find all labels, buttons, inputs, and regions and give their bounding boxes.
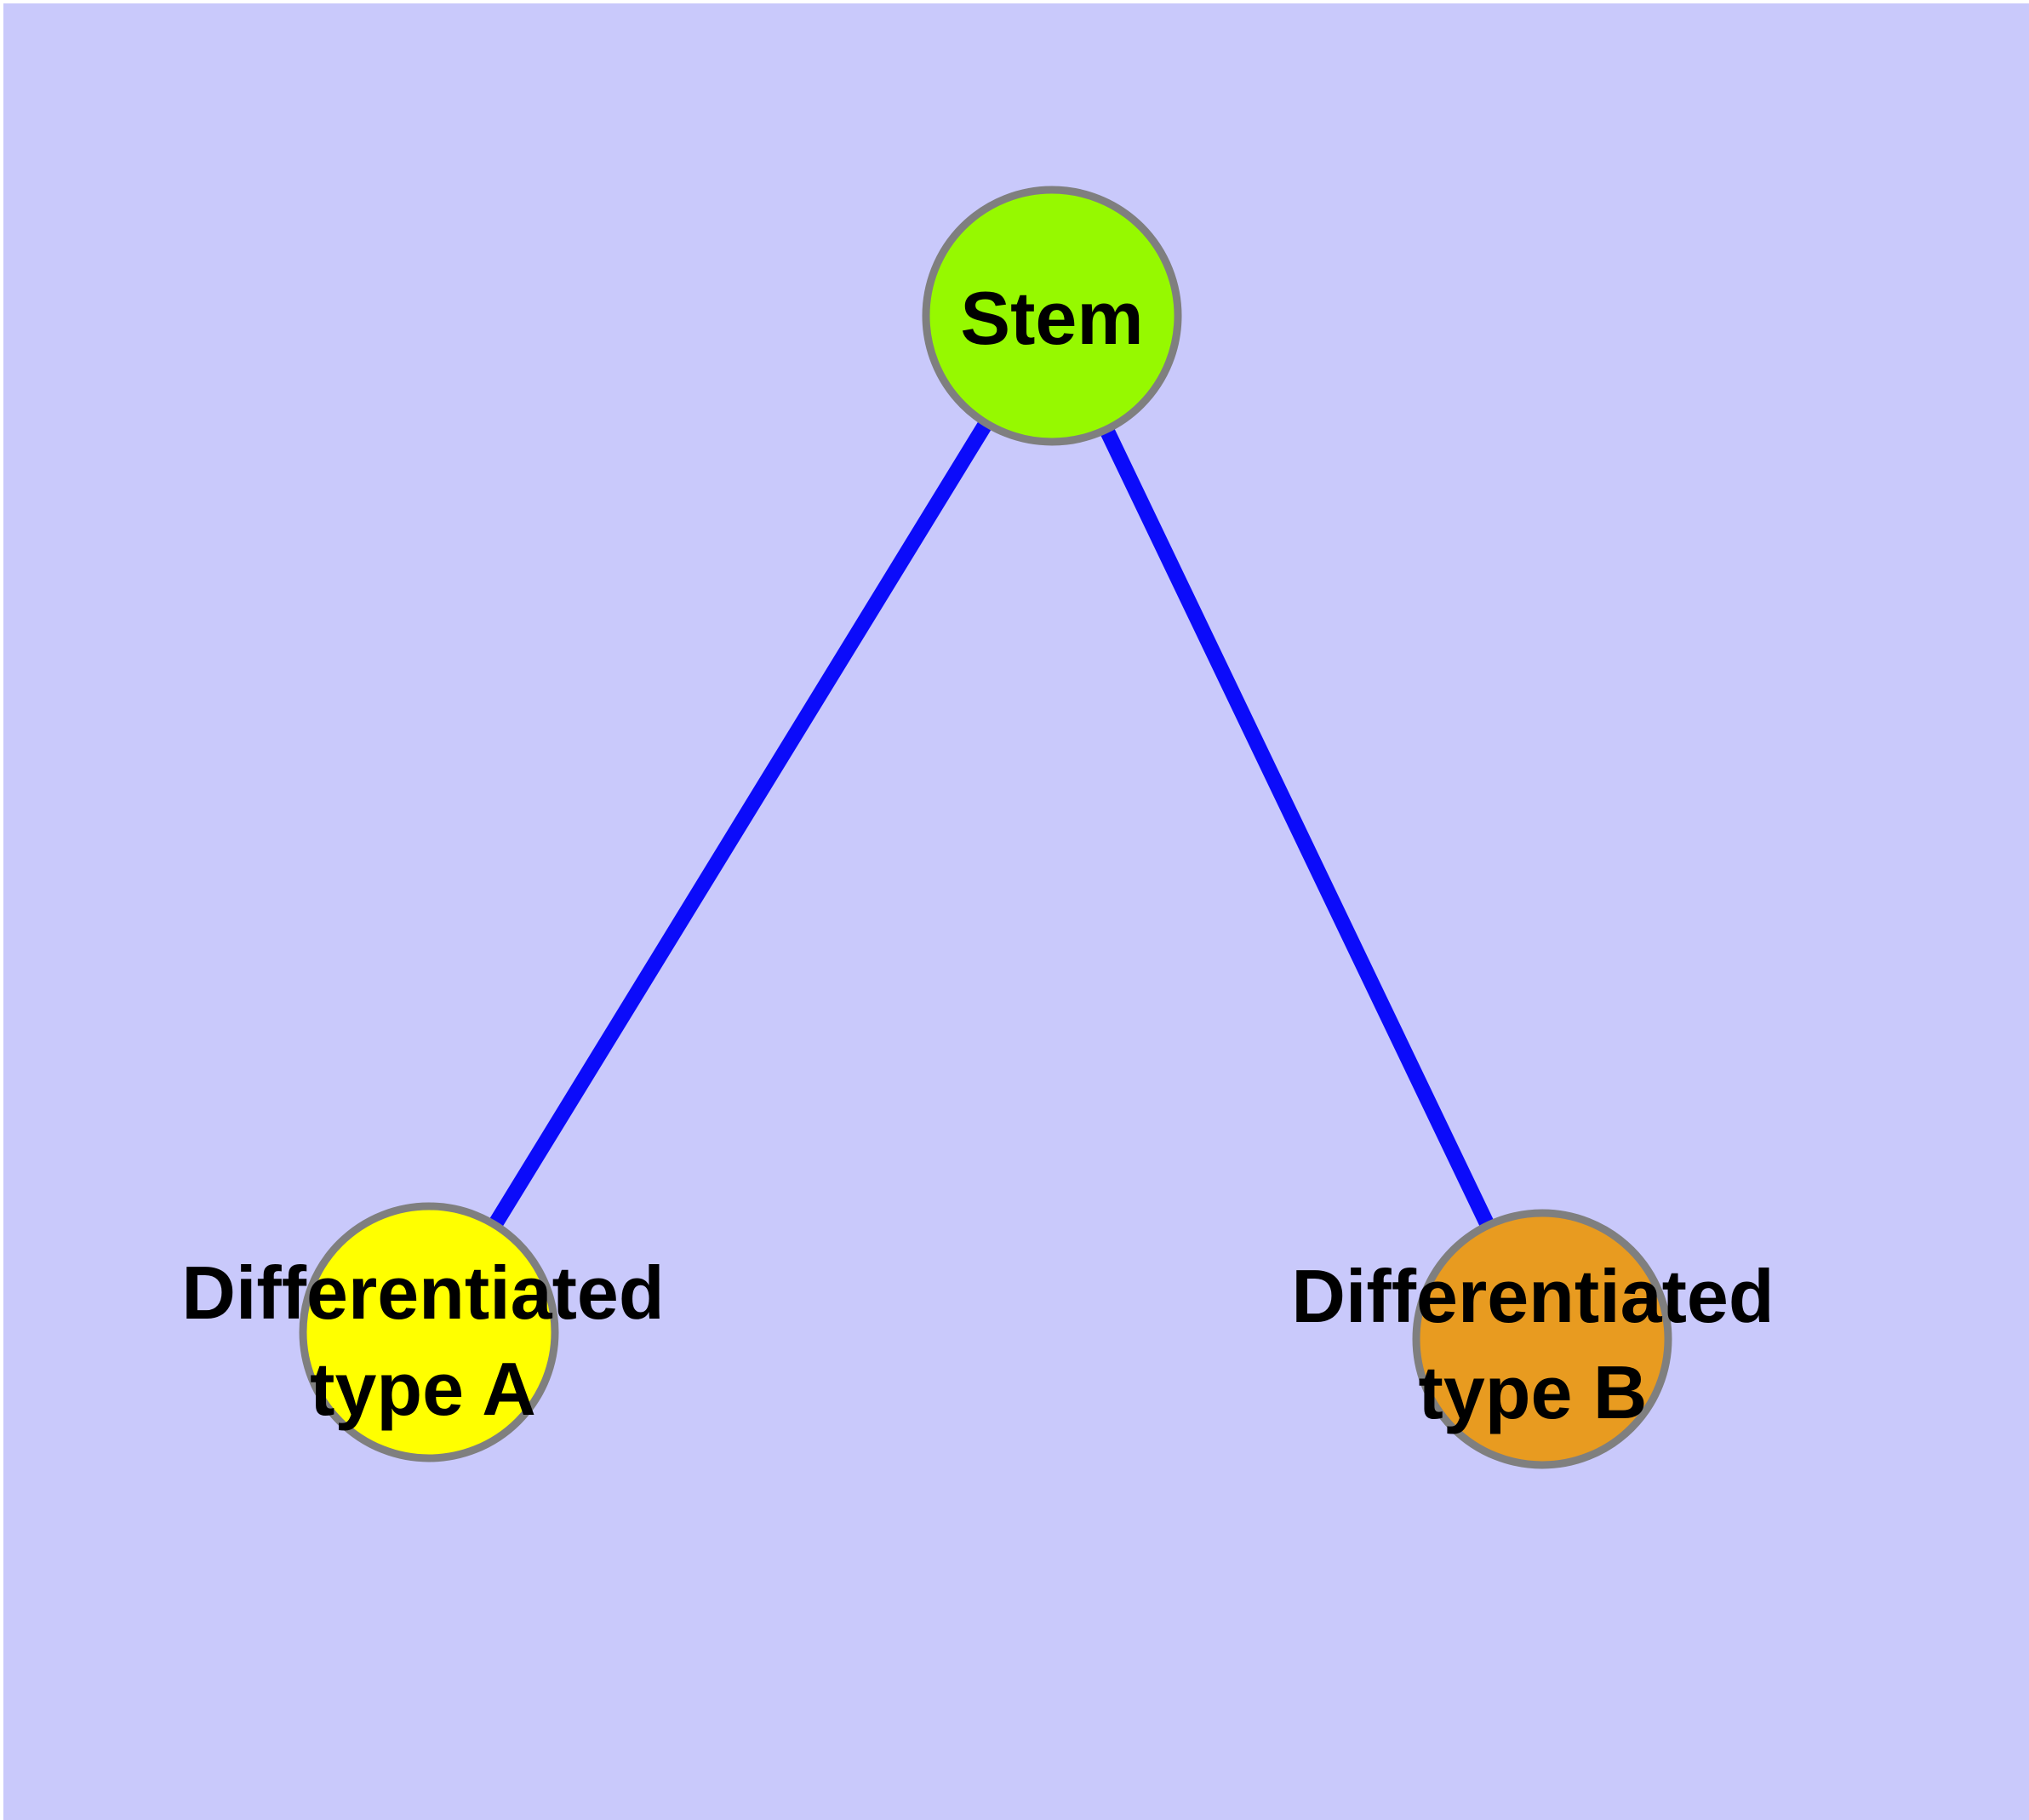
node-type-a-label-line1: Differentiated bbox=[181, 1251, 664, 1335]
node-differentiated-type-b bbox=[1412, 1209, 1672, 1469]
node-stem bbox=[922, 186, 1182, 446]
node-stem-label: Stem bbox=[960, 276, 1143, 360]
node-type-b-label-line2: type B bbox=[1419, 1350, 1648, 1434]
node-differentiated-type-a bbox=[299, 1202, 559, 1462]
node-type-a-label-line2: type A bbox=[310, 1347, 536, 1431]
node-type-b-label-line1: Differentiated bbox=[1291, 1254, 1774, 1338]
edge-stem-to-type-b bbox=[1044, 312, 1550, 1342]
edge-stem-to-type-a bbox=[422, 312, 1059, 1336]
